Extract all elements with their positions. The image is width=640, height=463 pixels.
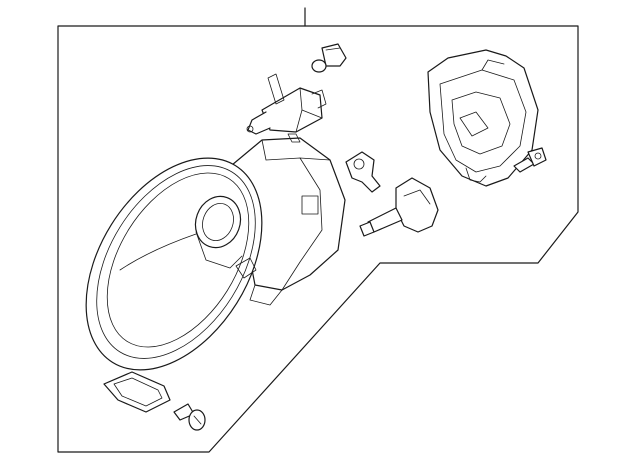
- bulb-socket-upper: [246, 73, 327, 135]
- assembly-frame: [57, 25, 579, 453]
- clip-small: [345, 151, 381, 193]
- gasket-plate: [103, 371, 171, 413]
- screw-bottom: [173, 403, 206, 431]
- rear-housing-cover: [427, 49, 539, 187]
- small-bulb: [311, 43, 347, 73]
- main-bulb: [359, 177, 439, 237]
- bolt-right: [513, 147, 547, 173]
- headlamp-assembly: [85, 133, 346, 371]
